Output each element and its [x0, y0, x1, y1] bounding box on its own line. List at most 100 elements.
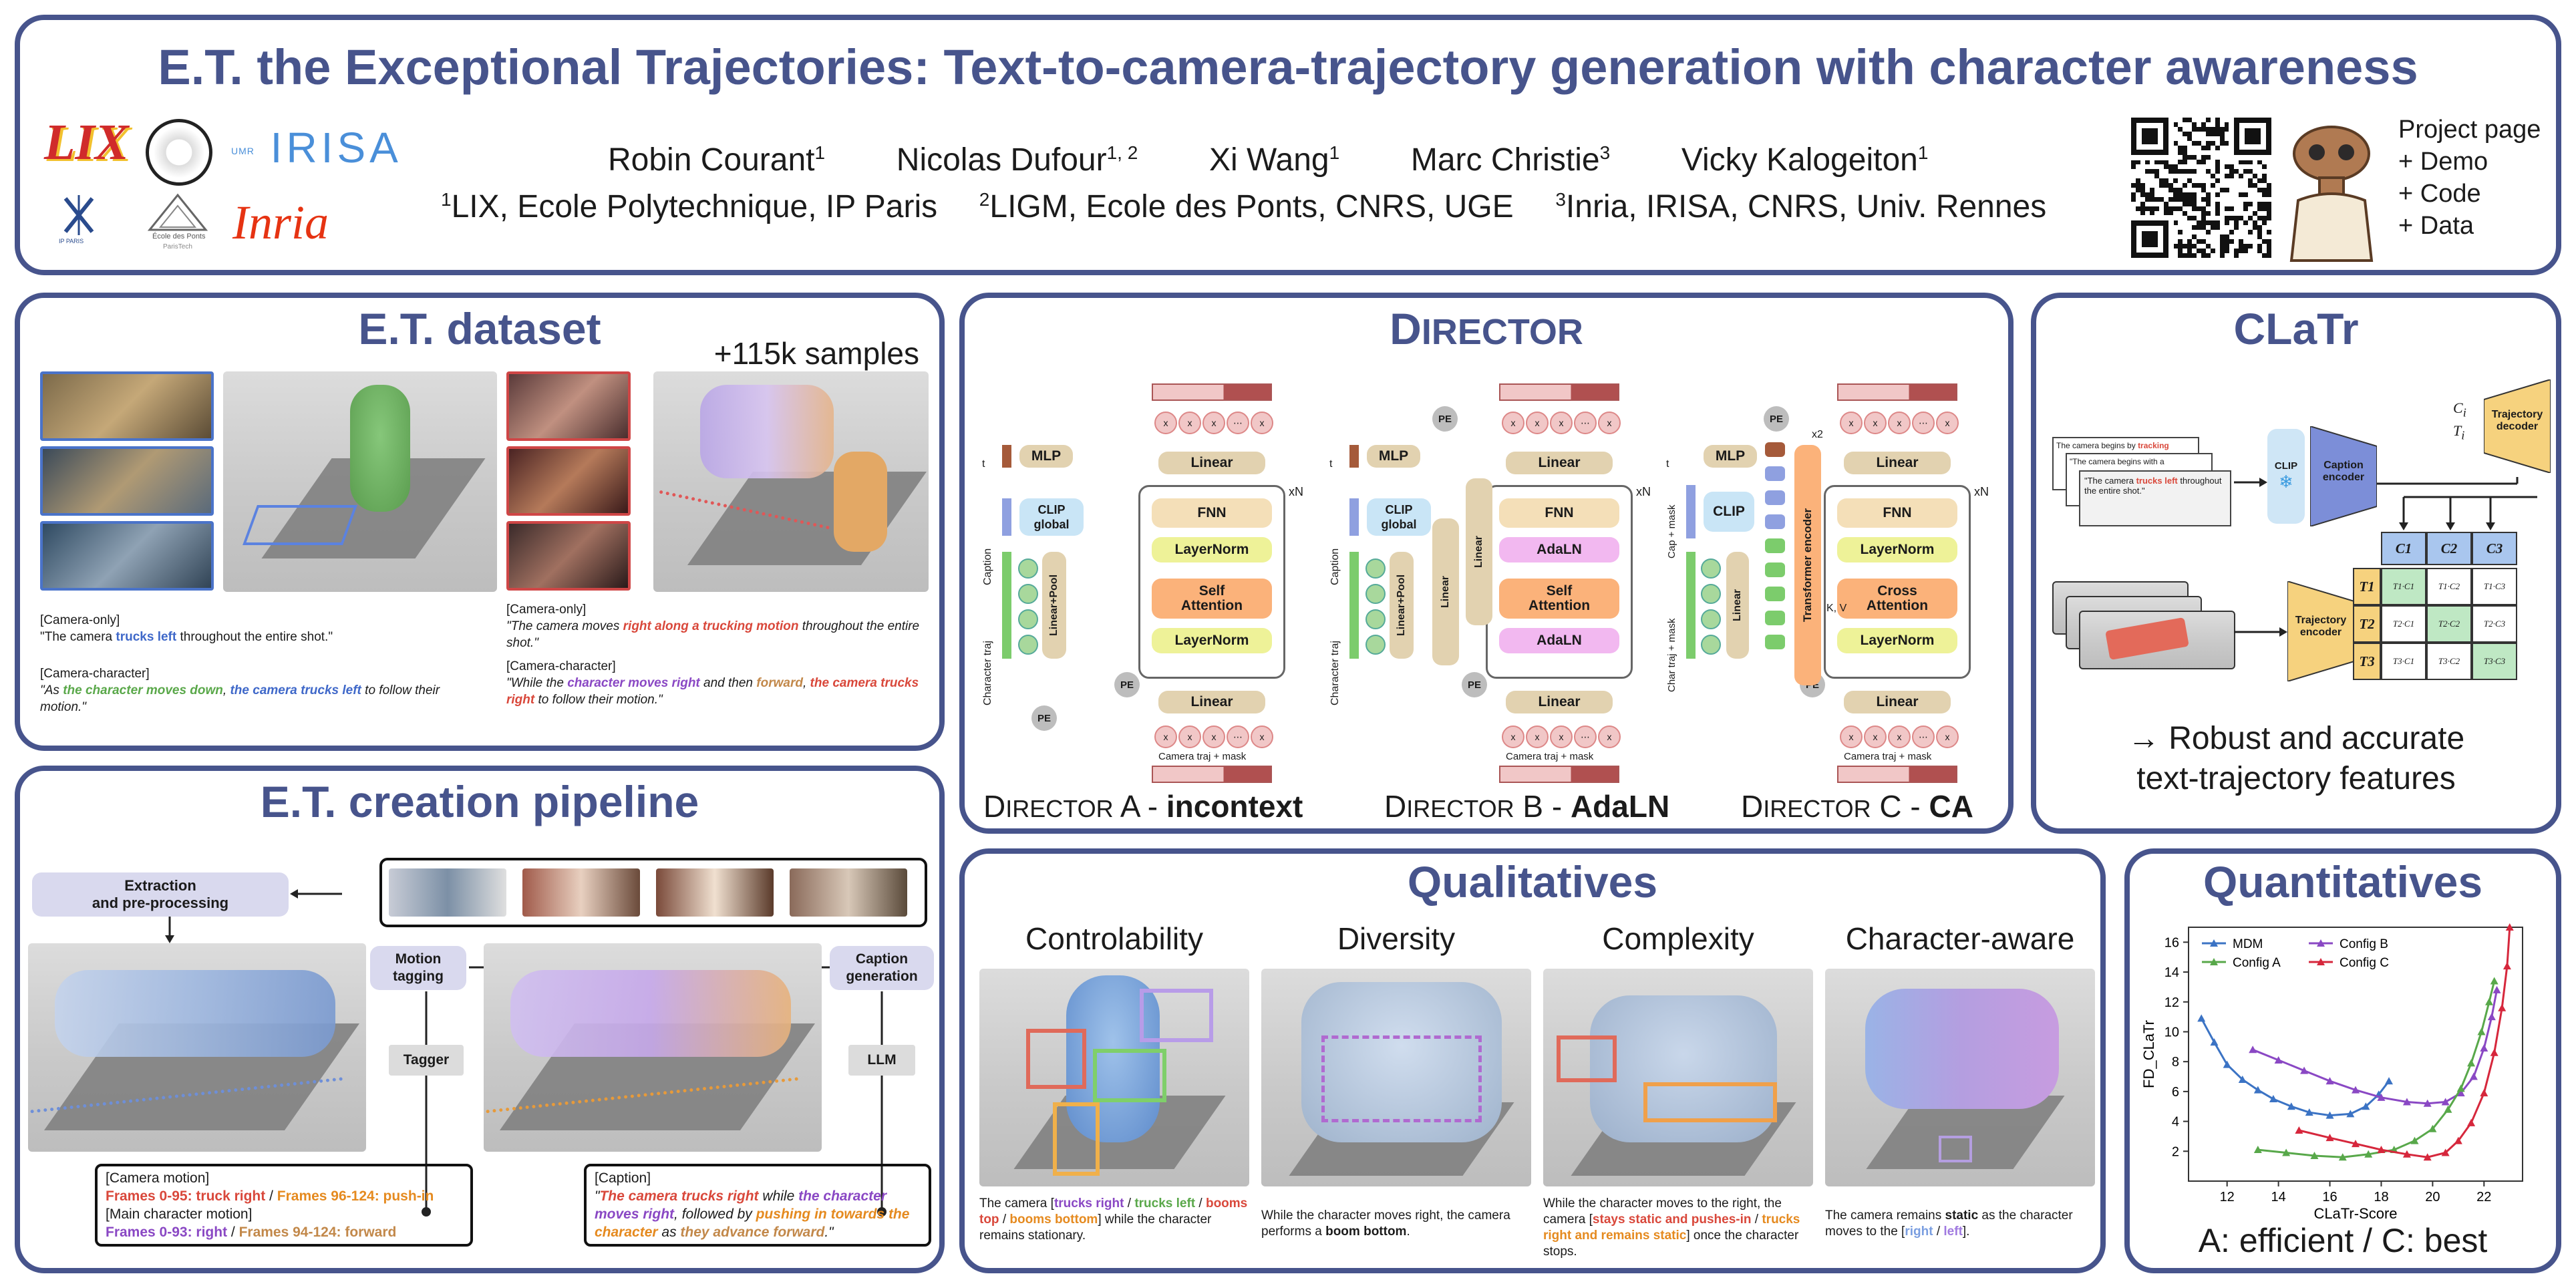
dataset-frame-6 — [506, 521, 631, 591]
qual-col-4-title: Character-aware — [1845, 921, 2075, 956]
camera-input-label: Camera traj + mask — [1844, 751, 1932, 762]
input-token: x — [1888, 726, 1911, 748]
authors-line: Robin Courant1 Nicolas Dufour1, 2 Xi Wan… — [608, 142, 1928, 178]
project-page-link[interactable]: Project page — [2398, 116, 2541, 144]
input-token: x — [1840, 726, 1863, 748]
output-token: x — [1502, 412, 1524, 434]
x-tick-label: 12 — [2220, 1190, 2235, 1204]
data-point — [2444, 1105, 2452, 1113]
t-embed-bar — [1002, 445, 1011, 468]
video-frames-strip — [379, 858, 927, 927]
data-point — [2364, 1150, 2373, 1158]
character-embed-bar — [1686, 552, 1696, 659]
output-token: x — [1550, 412, 1573, 434]
norm-box-bottom: LayerNorm — [1837, 628, 1957, 653]
data-point — [2253, 1146, 2262, 1154]
qualitatives-panel: Qualitatives Controlability Diversity Co… — [959, 848, 2106, 1273]
input-token: x — [1864, 726, 1887, 748]
memory-token — [1765, 611, 1785, 625]
data-point — [2480, 1089, 2488, 1097]
mlp-box: MLP — [1704, 445, 1757, 468]
output-mask-bar — [1837, 383, 1957, 401]
encoder-to-matrix-connectors-icon — [2377, 477, 2537, 530]
character-embed-bar — [1349, 552, 1359, 659]
director-c-xn: xN — [1974, 485, 1989, 498]
output-token: x — [1526, 412, 1549, 434]
kv-label: K, V — [1826, 603, 1847, 614]
cap-mask-label: Cap + mask — [1666, 504, 1677, 558]
linear-pool-box: Linear+Pool — [1042, 552, 1066, 659]
data-point — [2490, 1048, 2499, 1056]
data-link[interactable]: + Data — [2398, 212, 2474, 240]
series-line-config-c — [2299, 927, 2511, 1158]
memory-token — [1765, 490, 1785, 505]
output-mask-bar — [1499, 383, 1619, 401]
qual-render-2 — [1261, 969, 1531, 1186]
qr-code-icon — [2131, 118, 2271, 258]
tagger-box: Tagger — [389, 1045, 464, 1076]
character-token — [1365, 609, 1386, 629]
x-axis-label: CLaTr-Score — [2313, 1205, 2397, 1221]
director-b-xn: xN — [1636, 485, 1651, 498]
attention-box: Self Attention — [1499, 579, 1619, 619]
clatr-clip-box: CLIP❄ — [2267, 429, 2305, 524]
data-point — [2253, 1086, 2262, 1094]
caption-output-box: [Caption] "The camera trucks right while… — [584, 1164, 931, 1247]
extraction-box: Extraction and pre-processing — [32, 872, 289, 917]
clatr-t-row-2: T2 — [2353, 605, 2381, 643]
demo-link[interactable]: + Demo — [2398, 148, 2488, 176]
dataset-frame-1 — [40, 371, 214, 441]
logo-inria: Inria — [232, 196, 329, 249]
output-token: x — [1202, 412, 1225, 434]
caption-label: Caption — [982, 548, 993, 585]
data-point — [2238, 1076, 2247, 1083]
similarity-cell: T2·C3 — [2472, 605, 2517, 643]
tag-output-box: [Camera motion] Frames 0-95: truck right… — [95, 1164, 473, 1247]
y-tick-label: 10 — [2164, 1025, 2179, 1039]
t-label: t — [982, 458, 985, 470]
arrow-to-extraction-icon — [290, 889, 342, 899]
arrow-down-icon — [165, 917, 174, 943]
data-point — [2490, 977, 2499, 985]
arrow-to-traj-encoder-icon — [2234, 627, 2287, 637]
output-token: x — [1888, 412, 1911, 434]
camera-input-label: Camera traj + mask — [1158, 751, 1247, 762]
director-c-block — [1824, 485, 1971, 679]
logo-polytechnique-seal — [146, 119, 212, 186]
code-link[interactable]: + Code — [2398, 180, 2481, 208]
quantitatives-caption: A: efficient / C: best — [2198, 1222, 2488, 1259]
linear-top: Linear — [1506, 452, 1613, 474]
data-point — [2269, 1095, 2277, 1103]
et-character-illustration — [2278, 114, 2385, 267]
data-point — [2325, 1077, 2334, 1085]
character-token — [1701, 635, 1721, 655]
llm-box: LLM — [848, 1045, 915, 1076]
director-a-xn: xN — [1289, 485, 1303, 498]
y-tick-label: 6 — [2172, 1085, 2179, 1100]
pipeline-render-2 — [484, 943, 822, 1152]
input-token: x — [1502, 726, 1524, 748]
output-token: x — [1154, 412, 1177, 434]
qual-caption-4: The camera remains static as the charact… — [1825, 1209, 2073, 1239]
legend-marker — [2210, 958, 2218, 965]
director-b-label: DIRECTOR B - AdaLN — [1384, 789, 1670, 824]
memory-token — [1765, 538, 1785, 553]
character-token — [1018, 584, 1038, 604]
clatr-caption-card-3: "The camera trucks left throughout the e… — [2079, 470, 2231, 526]
caption-embed-bar — [1002, 498, 1011, 536]
legend-label: MDM — [2233, 937, 2263, 951]
character-token — [1365, 584, 1386, 604]
data-point — [2346, 1110, 2355, 1118]
logo-ponts: École des Ponts ParisTech — [144, 192, 211, 259]
qr-code[interactable] — [2131, 118, 2271, 258]
project-links[interactable]: Project page + Demo + Code + Data — [2398, 114, 2559, 267]
character-embed-bar — [1002, 552, 1011, 659]
memory-token — [1765, 466, 1785, 481]
data-point — [2338, 1153, 2347, 1161]
data-point — [2352, 1086, 2360, 1094]
pe-badge: PE — [1114, 672, 1140, 697]
dataset-right-captions: [Camera-only] "The camera moves right al… — [506, 603, 920, 707]
logo-ponts-sub: ParisTech — [163, 243, 192, 251]
data-point — [2287, 1102, 2295, 1110]
